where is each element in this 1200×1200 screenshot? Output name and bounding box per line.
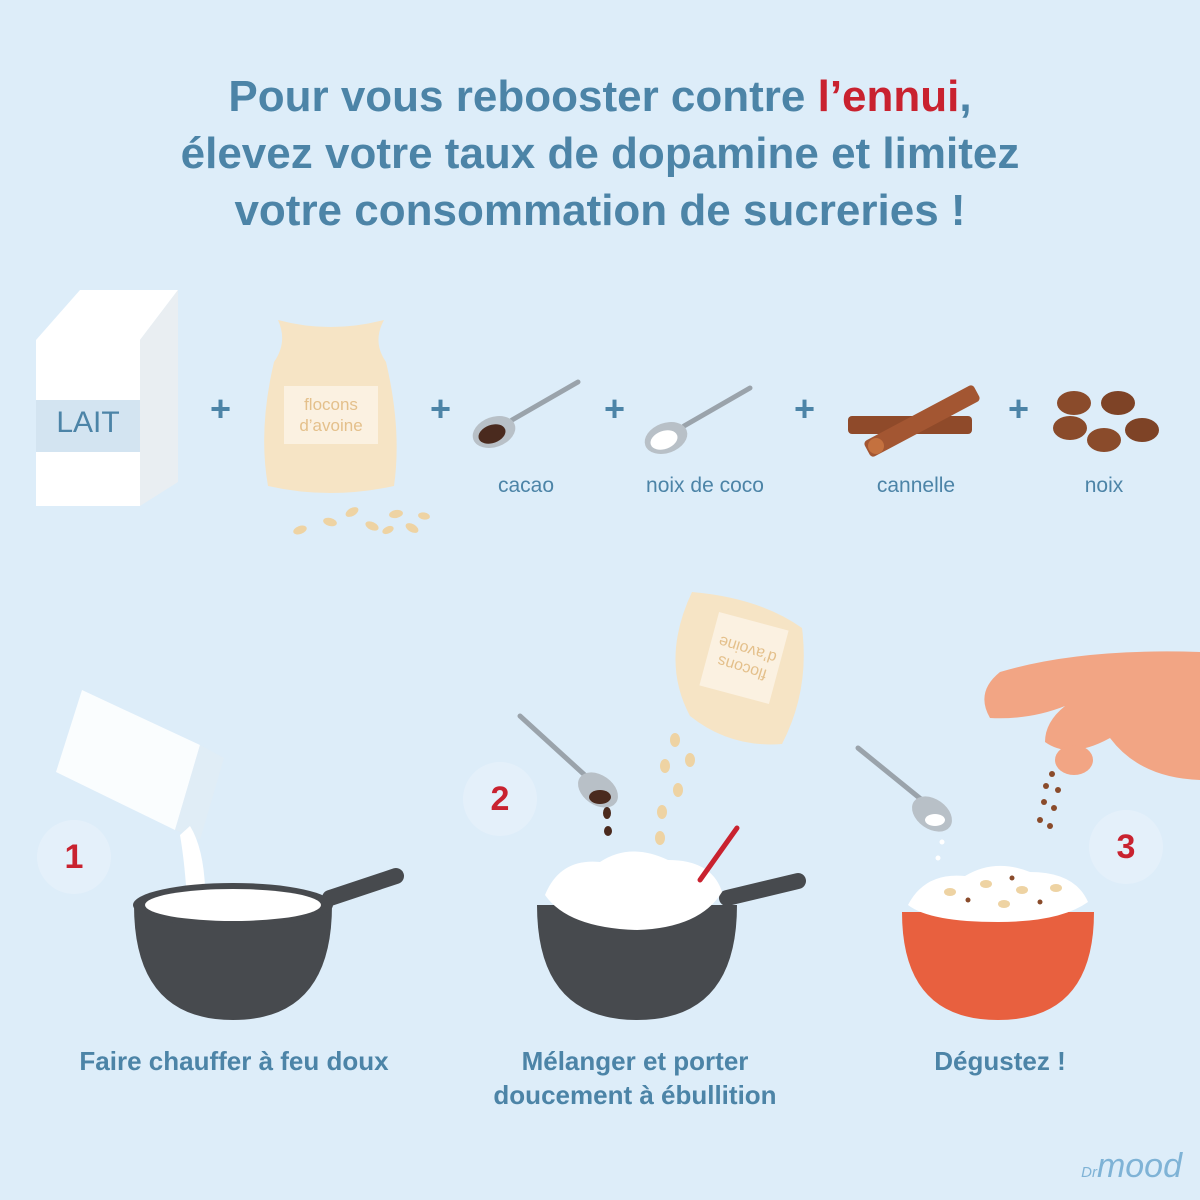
step-2-label-line-2: doucement à ébullition — [493, 1080, 777, 1110]
step-1-label: Faire chauffer à feu doux — [24, 1044, 444, 1078]
nuts-icon — [1053, 391, 1159, 452]
pouring-milk-carton-icon — [56, 690, 224, 840]
plus-sign: + — [794, 388, 816, 429]
saucepan-icon — [133, 868, 404, 1020]
title-line-2: élevez votre taux de dopamine et limitez — [180, 129, 1020, 178]
porridge-bowl-icon — [902, 865, 1094, 1020]
title-accent: l’ennui — [817, 72, 960, 121]
cinnamon-sticks-icon — [848, 385, 980, 457]
milk-label: LAIT — [56, 406, 120, 439]
coconut-sprinkle-spoon-icon — [855, 745, 952, 861]
oat-bag-label: flocons d’avoine — [284, 394, 378, 436]
oat-bag-icon — [264, 320, 397, 493]
hand-icon — [984, 651, 1200, 780]
title-punct: , — [959, 72, 972, 121]
step-3-label: Dégustez ! — [880, 1044, 1120, 1078]
pouring-oat-bag-icon — [675, 592, 804, 745]
step-2-label: Mélanger et porter doucement à ébullitio… — [440, 1044, 830, 1112]
step-2-number: 2 — [463, 762, 537, 836]
plus-sign: + — [210, 388, 232, 429]
brand-logo: Drmood — [1081, 1147, 1182, 1186]
step-3-label-line-1: Dégustez ! — [934, 1046, 1066, 1076]
cacao-spoon-icon — [472, 379, 581, 448]
oat-bag-label-line-2: d’avoine — [299, 416, 363, 435]
plus-sign: + — [604, 388, 626, 429]
page-title: Pour vous rebooster contre l’ennui, élev… — [0, 68, 1200, 239]
step-2-label-line-1: Mélanger et porter — [521, 1046, 749, 1076]
porridge-pot-icon — [537, 825, 806, 1020]
step-1-label-line-1: Faire chauffer à feu doux — [79, 1046, 389, 1076]
brand-prefix: Dr — [1081, 1164, 1097, 1181]
falling-oats-icon — [655, 733, 695, 845]
title-line-3: votre consommation de sucreries ! — [234, 186, 966, 235]
coconut-spoon-icon — [644, 385, 753, 454]
step-3-number: 3 — [1089, 810, 1163, 884]
oat-flakes-icon — [293, 507, 430, 535]
brand-name: mood — [1096, 1147, 1182, 1185]
step-1-number: 1 — [37, 820, 111, 894]
oat-bag-label-line-1: flocons — [304, 395, 358, 414]
plus-sign: + — [430, 388, 452, 429]
title-line-1: Pour vous rebooster contre l’ennui, — [0, 68, 1200, 125]
nuts-label: noix — [1084, 474, 1124, 497]
coconut-label: noix de coco — [646, 474, 764, 497]
falling-nuts-icon — [1037, 771, 1061, 829]
cacao-label: cacao — [497, 474, 555, 497]
cacao-drip-spoon-icon — [517, 713, 618, 836]
plus-sign: + — [1008, 388, 1030, 429]
milk-carton-icon — [36, 290, 178, 506]
cinnamon-label: cannelle — [876, 474, 956, 497]
title-text: Pour vous rebooster contre — [228, 72, 818, 121]
